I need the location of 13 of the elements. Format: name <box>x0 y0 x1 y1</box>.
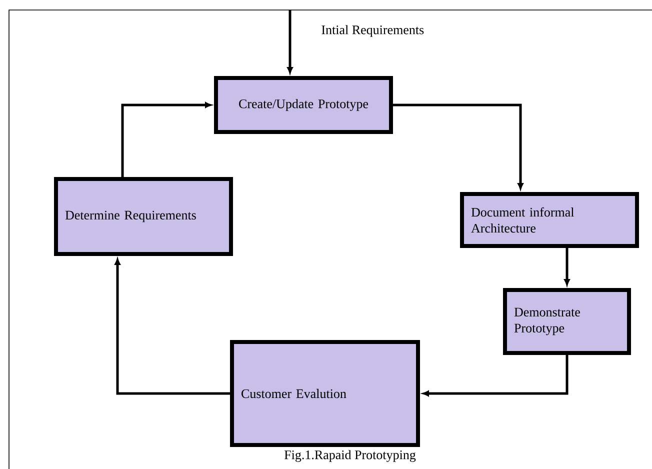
caption: Fig.1.Rapaid Prototyping <box>284 450 416 462</box>
arrow <box>287 10 293 74</box>
process-box: Demonstrate Prototype <box>503 288 631 355</box>
process-box: Determine Requirements <box>54 177 233 256</box>
arrow <box>422 355 568 396</box>
process-box: Create/Update Prototype <box>214 76 393 134</box>
arrow <box>393 104 524 190</box>
arrow <box>564 248 570 286</box>
edge-label: Intial Requirements <box>320 24 426 38</box>
process-box: Customer Evalution <box>230 340 420 447</box>
process-box: Document informal Architecture <box>460 192 639 248</box>
arrow <box>114 258 230 395</box>
arrow <box>121 102 212 177</box>
